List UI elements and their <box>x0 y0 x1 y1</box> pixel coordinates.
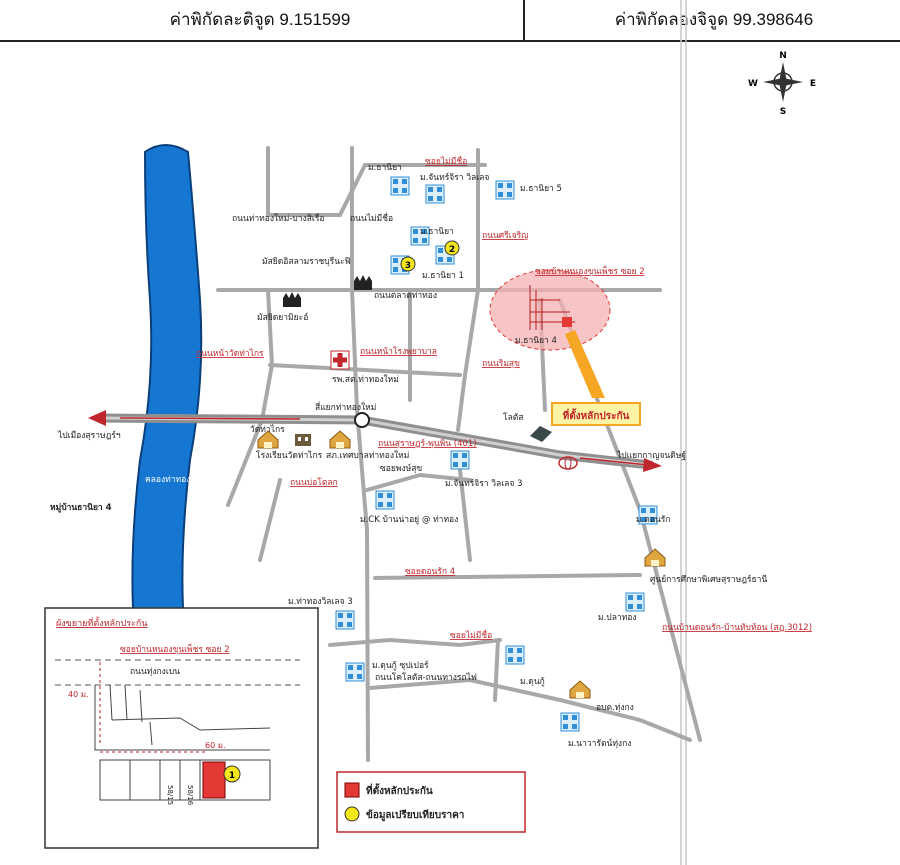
temple-icon <box>644 548 666 567</box>
label-road-hospital: ถนนหน้าโรงพยาบาล <box>360 346 437 357</box>
label-khlong: คลองท่าทอง <box>145 475 190 485</box>
property-plots <box>529 285 575 330</box>
comparison-point-2: 2 <box>444 240 460 256</box>
label-road-mai-mi-chue: ถนนไม่มีชื่อ <box>350 212 393 224</box>
temple-icon <box>329 430 351 449</box>
label-road-rotfai: ถนนโคโลตัส-ถนนทางรถไฟ <box>375 672 477 683</box>
legend-comparison-label: ข้อมูลเปรียบเทียบราคา <box>366 809 464 822</box>
label-masjid-a: มัสยิดอิสลามราชบุรีนะฟิ <box>262 256 351 267</box>
label-road-rimsuk: ถนนริมสุข <box>482 359 520 369</box>
compass-rose: N S E W <box>748 51 816 117</box>
label-m-thaniya-mid: ม.ธานิยา <box>420 227 454 237</box>
mosque-icon <box>283 292 301 307</box>
label-m-plathong: ม.ปลาทอง <box>598 613 637 623</box>
highway-401 <box>88 410 662 472</box>
store-icon <box>530 426 552 442</box>
legend: ที่ตั้งหลักประกัน ข้อมูลเปรียบเทียบราคา <box>336 771 526 833</box>
comparison-point-3-label: 3 <box>405 261 411 271</box>
target-callout-pointer <box>565 330 605 398</box>
label-m-thaniya5: ม.ธานิยา 5 <box>520 184 562 194</box>
inset-dim-60: 60 ม. <box>205 741 226 750</box>
legend-collateral-swatch <box>344 782 360 798</box>
label-soi-ban-nong: ซอยบ้านหนองขุนเพ็ชร ซอย 2 <box>535 265 645 277</box>
legend-collateral-label: ที่ตั้งหลักประกัน <box>366 783 433 797</box>
toyota-icon <box>558 456 578 470</box>
inset-soi-label: ซอยบ้านหนองขุนเพ็ชร ซอย 2 <box>120 643 230 655</box>
label-m-thathong3: ม.ท่าทองวิลเลจ 3 <box>288 597 353 607</box>
property-highlight <box>489 269 611 351</box>
label-tesco: โลตัส <box>503 412 524 423</box>
label-road-talat: ถนนตลาดท่าทอง <box>374 291 437 301</box>
temple-icon <box>569 680 591 699</box>
property-marker <box>562 317 572 327</box>
label-hospital: รพ.สต.ท่าทองใหม่ <box>332 374 399 385</box>
target-callout-text: ที่ตั้งหลักประกัน <box>563 408 630 422</box>
label-m-ck: ม.CK บ้านน่าอยู่ @ ท่าทอง <box>360 514 458 525</box>
map-labels: ซอยไม่มีชื่อ ม.ธานิยา ม.จันทร์จิรา วิลเล… <box>50 155 812 749</box>
label-m-thaniya-top: ม.ธานิยา <box>368 163 402 173</box>
inset-property-marker <box>202 761 226 799</box>
inset-title: ผังขยายที่ตั้งหลักประกัน <box>56 616 147 629</box>
inset-road-label: ถนนทุ่งกงเบน <box>130 667 180 677</box>
label-intersection: สี่แยกท่าทองใหม่ <box>315 401 376 413</box>
label-road-thathong-bangsaen: ถนนท่าทองใหม่-บางสิเรือ <box>232 213 325 224</box>
label-road-bo-talak: ถนนบ่อโตลก <box>290 477 338 488</box>
label-soi-mai-mi-chue-bottom: ซอยไม่มีชื่อ <box>450 629 492 641</box>
label-m-navarat: ม.นาวารัตน์ทุ่งกง <box>568 738 631 749</box>
label-masjid-b: มัสยิดยามิยะอ์ <box>257 312 308 323</box>
label-obt-thungkong: อบต.ทุ่งกง <box>596 703 634 713</box>
compass-west: W <box>748 79 758 89</box>
coordinate-header: ค่าพิกัดละติจูด 9.151599 ค่าพิกัดลองจิจู… <box>0 0 900 42</box>
compass-east: E <box>810 79 816 89</box>
label-road-wat-tha-krai: ถนนหน้าวัดท่าไกร <box>196 348 264 359</box>
label-soi-phong-suk: ซอยพงษ์สุข <box>380 463 422 474</box>
label-m-chanthra-top: ม.จันทร์จิรา วิลเลจ <box>420 172 489 183</box>
label-m-thaniya4: ม.ธานิยา 4 <box>515 336 557 346</box>
mosque-icon <box>354 275 372 290</box>
inset-plot-b: 58/16 <box>186 785 194 806</box>
inset-map: ผังขยายที่ตั้งหลักประกัน ซอยบ้านหนองขุนเ… <box>44 607 319 849</box>
latitude-label: ค่าพิกัดละติจูด 9.151599 <box>169 10 351 29</box>
label-m-chanthra3: ม.จันทร์จิรา วิลเลจ 3 <box>445 478 522 489</box>
label-m-dunku-b: ม.ดุนกู้ <box>520 676 545 687</box>
target-callout <box>551 402 641 426</box>
label-village-thaniya4: หมู่บ้านธานิยา 4 <box>50 502 112 513</box>
label-soi-donrak4: ซอยดอนรัก 4 <box>405 567 455 577</box>
compass-south: S <box>780 107 786 117</box>
school-icon <box>295 434 311 446</box>
label-road-donrak-tapthong: ถนนบ้านดอนรัก-บ้านทับท้อน (สฎ.3012) <box>662 622 812 633</box>
inset-point-1: 1 <box>229 771 235 781</box>
longitude-label: ค่าพิกัดลองจิจูด 99.398646 <box>614 10 814 29</box>
hospital-icon <box>330 350 350 370</box>
label-road-surat-phun: ถนนสุราษฎร์-พุนพิน (401) <box>378 438 477 449</box>
label-soi-mai-mi-chue-top: ซอยไม่มีชื่อ <box>425 155 467 167</box>
label-m-dunku-a: ม.ดุนกู้ ซุปเปอร์ <box>372 660 429 671</box>
label-school-wat: โรงเรียนวัดท่าไกร <box>256 450 323 461</box>
label-to-surat: ไปเมืองสุราษฎร์ฯ <box>57 430 121 441</box>
label-to-kanchanadit: ไปแยกกาญจนดิษฐ์ <box>616 450 686 461</box>
label-thanon-sri-charoen: ถนนศรีเจริญ <box>482 230 528 241</box>
compass-north: N <box>779 51 787 61</box>
inset-plot-a: 58/15 <box>166 785 174 805</box>
comparison-point-2-label: 2 <box>449 245 455 255</box>
label-m-thaniya1: ม.ธานิยา 1 <box>422 271 464 281</box>
comparison-point-3: 3 <box>400 256 416 272</box>
label-m-donrak: ม.ดอนรัก <box>636 515 670 525</box>
inset-dim-40: 40 ม. <box>68 690 89 699</box>
label-police: สภ.เทศบาลท่าทองใหม่ <box>326 450 409 461</box>
legend-comparison-swatch <box>344 806 360 822</box>
label-center-surat: ศูนย์การศึกษาพิเศษสุราษฎร์ธานี <box>650 574 767 585</box>
label-wat-tha-krai: วัดท่าไกร <box>250 424 285 435</box>
